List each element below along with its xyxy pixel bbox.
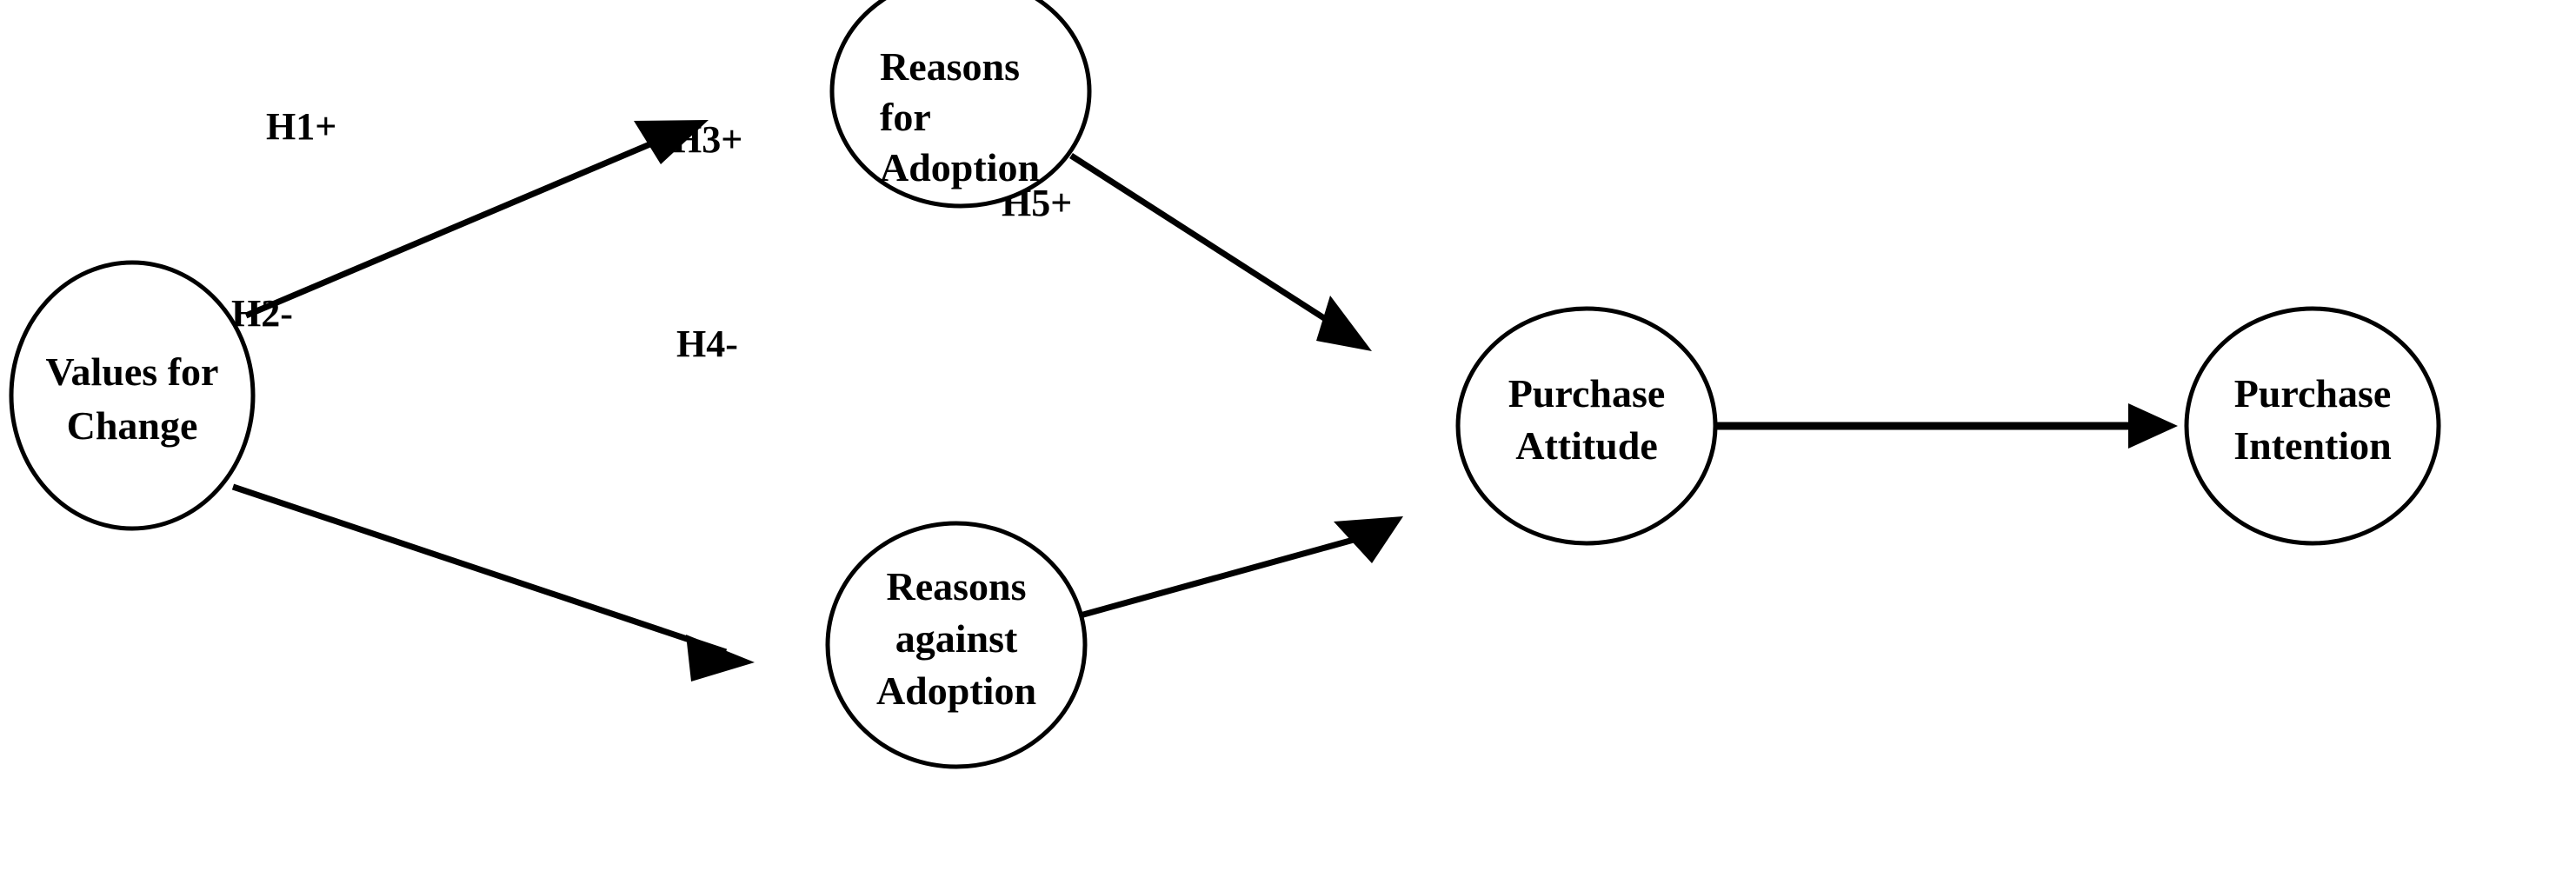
node-reasons-against-adoption-shape[interactable] (825, 521, 1088, 769)
node-values-for-change-label-line2: Change (67, 403, 198, 448)
node-purchase-intention-label-line2: Intention (2233, 423, 2391, 468)
node-reasons-for-adoption-label-line3: Adoption (880, 145, 1040, 190)
node-purchase-attitude[interactable]: Purchase Attitude (1455, 306, 1718, 546)
edge-h3-arrowhead (1316, 296, 1372, 351)
edge-h2: H2- (231, 292, 755, 682)
node-reasons-for-adoption-label-line1: Reasons (880, 44, 1020, 89)
edge-h1: H1+ (244, 105, 709, 319)
edge-h2-arrowhead (686, 635, 755, 682)
edge-h5-arrowhead (2128, 403, 2178, 449)
edge-h1-line (244, 125, 689, 319)
edge-h1-label: H1+ (266, 105, 336, 148)
edge-h2-line (231, 483, 728, 655)
node-values-for-change-label-line1: Values for (46, 349, 219, 394)
edge-h3: H3+ (672, 118, 1372, 351)
node-purchase-attitude-label-line1: Purchase (1508, 371, 1666, 416)
node-reasons-against-adoption[interactable]: Reasons against Adoption (825, 521, 1088, 769)
edge-h1-arrowhead (634, 120, 709, 164)
edge-h4: H4- (676, 322, 1403, 622)
edge-h3-label: H3+ (672, 118, 742, 161)
edge-h5: H5+ (1002, 182, 2178, 449)
node-reasons-against-adoption-label-line3: Adoption (876, 668, 1036, 713)
edge-h2-label: H2- (231, 292, 293, 335)
edge-h4-line (1067, 530, 1376, 622)
node-reasons-for-adoption-label-line2: for (880, 95, 931, 139)
node-purchase-intention-shape[interactable] (2184, 306, 2441, 546)
node-purchase-intention-label-line1: Purchase (2234, 371, 2392, 416)
node-purchase-intention[interactable]: Purchase Intention (2184, 306, 2441, 546)
edge-h4-label: H4- (676, 322, 738, 365)
node-reasons-against-adoption-label-line1: Reasons (886, 564, 1026, 608)
node-reasons-for-adoption-shape[interactable] (829, 0, 1092, 209)
node-reasons-for-adoption[interactable]: Reasons for Adoption (829, 0, 1092, 209)
edge-h3-line (1069, 153, 1348, 335)
node-reasons-against-adoption-label-line2: against (895, 616, 1018, 661)
edge-h4-arrowhead (1334, 516, 1403, 563)
node-values-for-change[interactable]: Values for Change (9, 260, 256, 531)
node-purchase-attitude-shape[interactable] (1455, 306, 1718, 546)
node-values-for-change-shape[interactable] (9, 260, 256, 531)
node-purchase-attitude-label-line2: Attitude (1515, 423, 1658, 468)
